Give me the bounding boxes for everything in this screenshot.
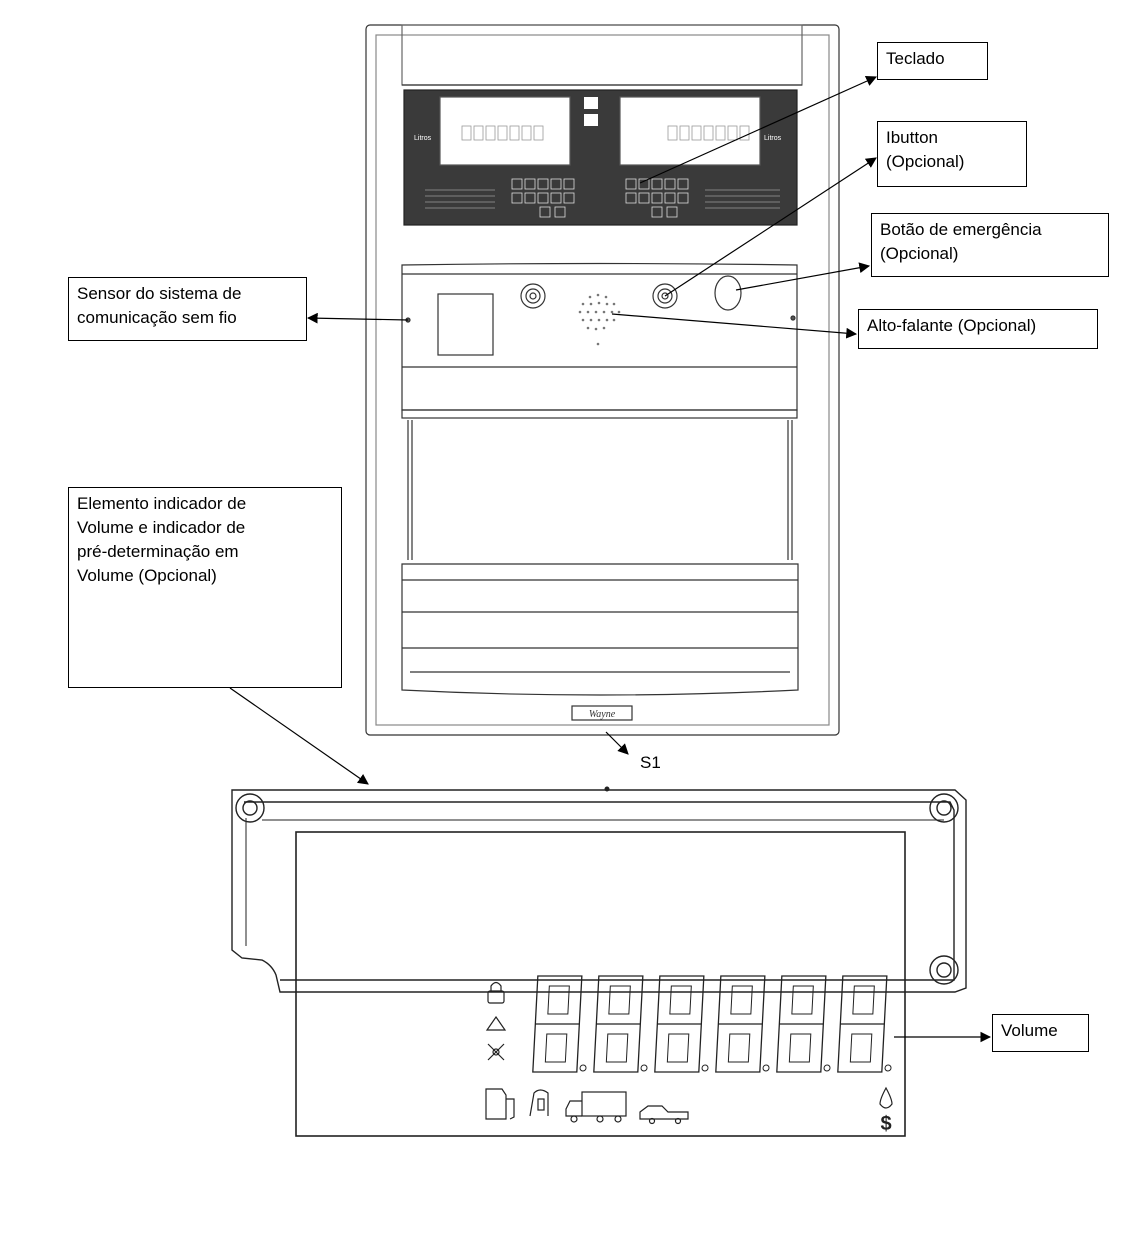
digit-6 <box>837 975 892 1073</box>
callout-altofalante: Alto-falante (Opcional) <box>858 309 1098 349</box>
label-s1: S1 <box>640 753 661 772</box>
fuel-nozzle-icon <box>529 1089 549 1117</box>
drop-icon <box>879 1086 893 1109</box>
leader-altofalante <box>611 313 858 339</box>
corner-screw-tr <box>929 793 959 823</box>
display-right-unit: Litros <box>764 135 782 142</box>
leader-s1 <box>605 731 629 755</box>
dispenser-head: Wayne <box>365 24 840 736</box>
leader-emergencia <box>735 262 871 291</box>
callout-volume: Volume <box>992 1014 1089 1052</box>
ibutton-reader-left <box>520 283 546 309</box>
display-window <box>295 831 906 1137</box>
corner-screw-tl <box>235 793 265 823</box>
callout-sensor: Sensor do sistema de comunicação sem fio <box>68 277 307 341</box>
ibutton-reader <box>652 283 678 309</box>
display-right <box>619 96 761 166</box>
currency-symbol: $ <box>880 1113 891 1135</box>
brand-logo: Wayne <box>589 709 616 720</box>
digit-5 <box>776 975 831 1073</box>
digit-3 <box>654 975 709 1073</box>
keypad-right <box>625 178 689 218</box>
digit-4 <box>715 975 770 1073</box>
fuel-pump-icon <box>485 1088 515 1120</box>
cross-icon <box>487 1043 505 1061</box>
leader-teclado <box>639 76 877 184</box>
display-left-unit: Litros <box>414 135 432 142</box>
lock-icon <box>487 981 505 1004</box>
digit-2 <box>593 975 648 1073</box>
leader-elemento <box>229 687 369 785</box>
truck-icon <box>565 1091 627 1123</box>
volume-display-unit: $ <box>231 786 967 1137</box>
triangle-icon <box>485 1015 507 1031</box>
wireless-sensor <box>437 293 494 356</box>
brand-plate <box>571 705 633 721</box>
callout-ibutton: Ibutton (Opcional) <box>877 121 1027 187</box>
digit-row <box>532 975 892 1073</box>
callout-elemento: Elemento indicador de Volume e indicador… <box>68 487 342 688</box>
display-left <box>439 96 571 166</box>
speaker-grille <box>578 293 621 346</box>
digit-1 <box>532 975 587 1073</box>
pickup-icon <box>639 1105 689 1125</box>
callout-emergencia: Botão de emergência (Opcional) <box>871 213 1109 277</box>
callout-teclado: Teclado <box>877 42 988 80</box>
keypad-left <box>511 178 575 218</box>
leader-lines <box>229 76 992 1043</box>
leader-ibutton <box>664 157 877 297</box>
leader-sensor <box>306 312 409 324</box>
corner-screw-br <box>929 955 959 985</box>
emergency-button <box>714 275 742 311</box>
